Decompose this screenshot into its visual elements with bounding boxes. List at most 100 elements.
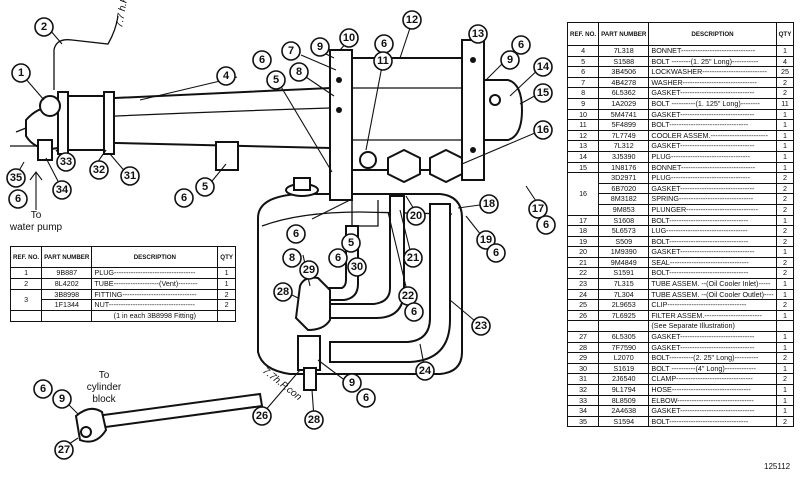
row-part-number: 3B8998 [41, 288, 93, 301]
row-ref: 30 [566, 362, 600, 375]
row-qty: 1 [775, 288, 795, 301]
svg-text:6: 6 [363, 392, 369, 404]
oil-cooler-body [329, 39, 524, 227]
row-qty: 2 [775, 172, 795, 184]
callout-13: 13 [468, 24, 488, 44]
row-description: PLUG--------------------------------- [648, 172, 777, 184]
row-ref: 25 [566, 299, 600, 311]
svg-text:9: 9 [349, 377, 355, 389]
row-qty: 1 [775, 394, 795, 407]
row-part-number: 2L9653 [598, 299, 650, 311]
row-qty: 1 [775, 362, 795, 375]
row-ref: 7 [566, 76, 600, 89]
row-part-number: 3J5390 [598, 150, 650, 163]
header-part-number: PART NUMBER [598, 22, 650, 46]
svg-text:23: 23 [475, 320, 487, 332]
row-description: GASKET------------------------------- [648, 405, 777, 417]
callout-6: 6 [174, 188, 194, 208]
row-description: GASKET------------------------------- [648, 182, 777, 195]
row-qty: 1 [775, 150, 795, 163]
row-description: FILTER ASSEM.------------------------ [648, 309, 777, 322]
row-ref: 13 [566, 140, 600, 152]
callout-2: 2 [34, 17, 54, 37]
callout-4: 4 [216, 66, 236, 86]
row-part-number: 5F4899 [598, 119, 650, 131]
row-qty: 1 [775, 246, 795, 258]
row-qty: 1 [775, 161, 795, 174]
header-description: DESCRIPTION [648, 22, 777, 46]
svg-text:33: 33 [60, 156, 72, 168]
row-qty: 2 [775, 87, 795, 99]
callout-11: 11 [373, 51, 393, 71]
svg-text:10: 10 [343, 32, 355, 44]
row-part-number: 9M4849 [598, 256, 650, 269]
row-part-number: 8L4202 [41, 277, 93, 290]
table-row: 2 8L4202 TUBE-------------------(Vent)--… [9, 277, 236, 290]
svg-text:20: 20 [410, 210, 422, 222]
callout-8: 8 [289, 62, 309, 82]
row-part-number: 8L8509 [598, 394, 650, 407]
row-part-number: 9B887 [41, 267, 93, 279]
row-part-number: S1588 [598, 55, 650, 68]
callout-28: 28 [273, 282, 293, 302]
row-description: PLUG---------------------------------- [91, 267, 219, 279]
row-description: TUBE ASSEM. --(Oil Cooler Inlet)----- [648, 278, 777, 290]
row-part-number: S1594 [598, 415, 650, 428]
row-description: BOLT --------(1. 25" Long)----------- [648, 55, 777, 68]
row-part-number: L2070 [598, 352, 650, 364]
callout-35: 35 [6, 168, 26, 188]
row-description: GASKET------------------------------- [648, 140, 777, 152]
row-qty: 2 [775, 193, 795, 205]
callout-6: 6 [33, 379, 53, 399]
svg-text:6: 6 [181, 192, 187, 204]
svg-text:14: 14 [537, 61, 550, 73]
svg-text:4: 4 [223, 70, 230, 82]
row-description: SPRING------------------------------- [648, 193, 777, 205]
table-row: 1F1344 NUT------------------------------… [11, 299, 236, 312]
callout-6: 6 [486, 243, 506, 263]
row-part-number: 7L315 [598, 278, 650, 290]
callout-12: 12 [402, 10, 422, 30]
svg-text:6: 6 [411, 306, 417, 318]
callout-19: 19 [476, 230, 496, 250]
header-part-number: PART NUMBER [41, 246, 93, 268]
row-qty: 2 [217, 288, 236, 301]
to-cylinder-block-line2: cylinder [87, 382, 122, 393]
callout-28: 28 [304, 410, 324, 430]
header-ref-no: REF. NO. [9, 246, 43, 268]
callout-18: 18 [479, 194, 499, 214]
row-qty: 1 [775, 214, 795, 227]
callout-6: 6 [252, 50, 272, 70]
row-description: PLUNGER------------------------------ [648, 203, 777, 216]
callout-21: 21 [403, 248, 423, 268]
callout-24: 24 [415, 361, 435, 381]
row-description: GASKET------------------------------- [648, 341, 777, 354]
svg-text:9: 9 [507, 54, 513, 66]
vent-tube [53, 15, 119, 90]
svg-text:21: 21 [407, 252, 419, 264]
row-ref: 11 [566, 119, 600, 131]
row-description: TUBE-------------------(Vent)-------- [91, 277, 219, 290]
to-cylinder-block-line1: To [99, 370, 110, 381]
row-description: BOLT--------------------------------- [648, 235, 777, 248]
row-description: TUBE ASSEM. --(Oil Cooler Outlet)---- [648, 288, 777, 301]
callout-14: 14 [533, 57, 553, 77]
callout-5: 5 [341, 233, 361, 253]
row-description: BONNET------------------------------- [648, 161, 777, 174]
row-qty: 1 [775, 140, 795, 152]
row-qty: 1 [775, 129, 795, 142]
row-qty [775, 320, 795, 333]
row-ref: 34 [566, 405, 600, 417]
row-ref: 14 [566, 150, 600, 163]
row-part-number: 9L1794 [598, 384, 650, 396]
row-qty: 2 [775, 225, 795, 237]
svg-text:6: 6 [381, 38, 387, 50]
